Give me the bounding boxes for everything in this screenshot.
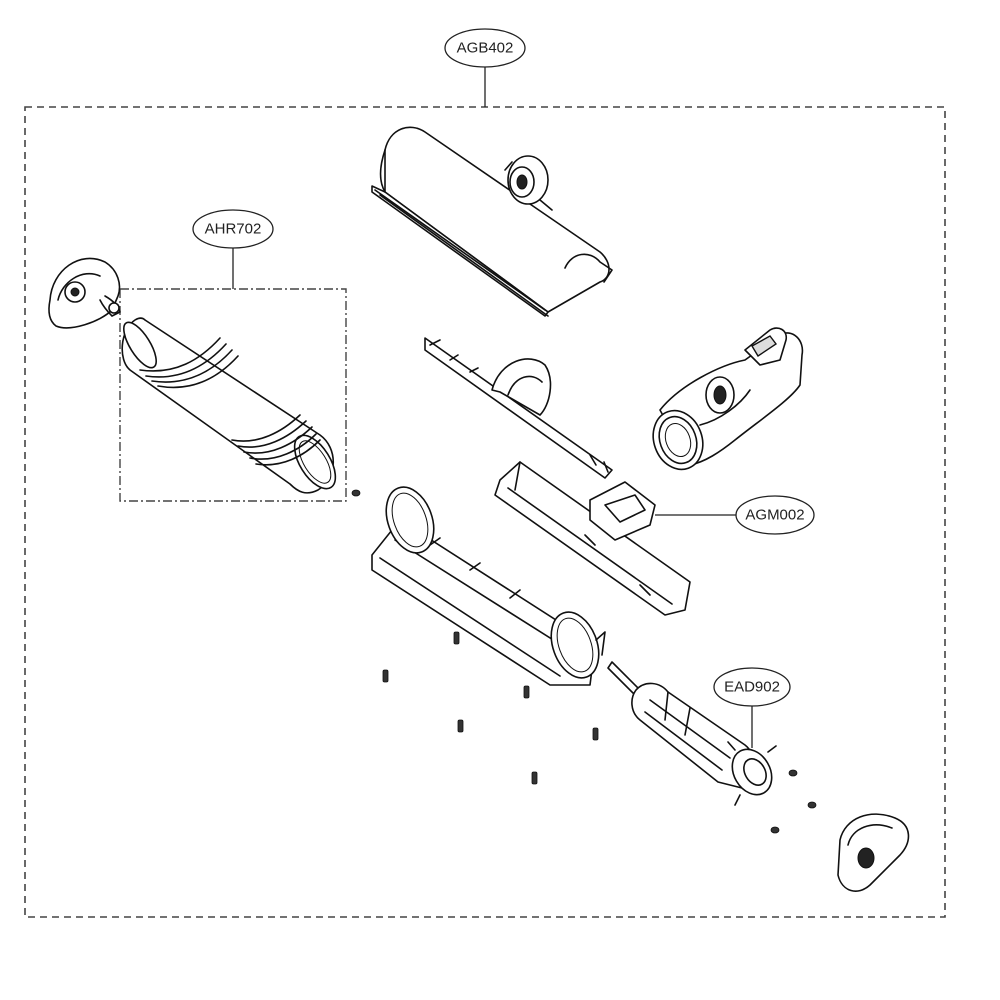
screw-icon bbox=[351, 489, 361, 497]
neck-housing-part bbox=[652, 327, 804, 471]
callout-ahr702-label: AHR702 bbox=[205, 221, 262, 238]
screw-icon bbox=[457, 719, 464, 733]
callout-ahr702[interactable]: AHR702 bbox=[192, 209, 274, 289]
screw-icon bbox=[453, 631, 460, 645]
callout-agb402-ellipse bbox=[444, 28, 526, 68]
middle-plate-part bbox=[424, 337, 613, 479]
top-cover-part bbox=[371, 126, 613, 317]
callout-agm002[interactable]: AGM002 bbox=[655, 495, 815, 535]
screw-icon bbox=[770, 826, 780, 834]
callout-ead902-ellipse bbox=[713, 667, 791, 707]
screw-icon bbox=[523, 685, 530, 699]
screw-icon bbox=[531, 771, 538, 785]
callout-ahr702-ellipse bbox=[192, 209, 274, 249]
callout-agm002-ellipse bbox=[735, 495, 815, 535]
callout-agb402[interactable]: AGB402 bbox=[444, 28, 526, 107]
brush-roll-group-boundary bbox=[119, 288, 347, 502]
left-end-cap-part bbox=[48, 257, 121, 329]
callout-agm002-label: AGM002 bbox=[745, 507, 804, 524]
motor-bracket-part bbox=[494, 461, 691, 616]
callout-agb402-label: AGB402 bbox=[457, 40, 514, 57]
screw-icon bbox=[592, 727, 599, 741]
screw-icon bbox=[807, 801, 817, 809]
right-end-cap-part bbox=[837, 813, 910, 892]
screw-icon bbox=[382, 669, 389, 683]
screw-icon bbox=[788, 769, 798, 777]
base-tray-part bbox=[371, 486, 606, 686]
callout-ead902-label: EAD902 bbox=[724, 679, 780, 696]
brush-roll-part bbox=[121, 317, 337, 494]
motor-part bbox=[607, 661, 777, 806]
callout-ead902[interactable]: EAD902 bbox=[713, 667, 791, 748]
